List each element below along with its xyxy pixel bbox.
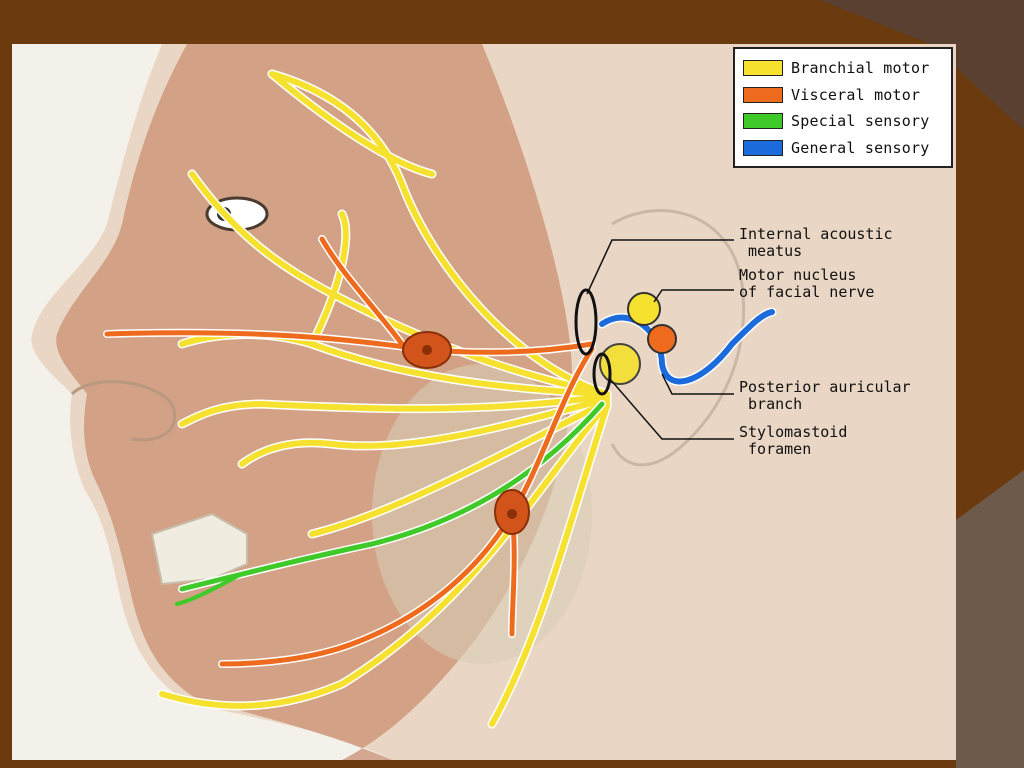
- color-legend: Branchial motor Visceral motor Special s…: [733, 47, 953, 168]
- legend-item-special-sensory: Special sensory: [743, 108, 945, 135]
- legend-item-visceral-motor: Visceral motor: [743, 82, 945, 109]
- facial-nerve-illustration: [31, 44, 956, 760]
- teeth: [150, 512, 248, 586]
- legend-label: Branchial motor: [791, 59, 930, 78]
- legend-label: Visceral motor: [791, 85, 921, 104]
- nose: [70, 380, 177, 442]
- legend-label: Special sensory: [791, 112, 930, 131]
- legend-swatch: [743, 86, 783, 103]
- legend-swatch: [743, 60, 783, 77]
- callout-leader-lines: [586, 239, 734, 440]
- legend-label: General sensory: [791, 138, 930, 157]
- pterygopalatine-ganglion: [402, 331, 452, 369]
- legend-swatch: [743, 113, 783, 130]
- legend-item-general-sensory: General sensory: [743, 135, 945, 162]
- label-internal-acoustic-meatus: Internal acoustic meatus: [739, 225, 893, 260]
- label-motor-nucleus: Motor nucleus of facial nerve: [739, 266, 875, 301]
- label-posterior-auricular-branch: Posterior auricular branch: [739, 378, 911, 413]
- ear-outline: [610, 209, 745, 467]
- stylomastoid-foramen: [592, 352, 612, 396]
- motor-nucleus-of-facial-nerve: [599, 292, 677, 385]
- submandibular-ganglion: [494, 489, 530, 535]
- diagram-panel: Branchial motor Visceral motor Special s…: [12, 44, 956, 760]
- label-stylomastoid-foramen: Stylomastoid foramen: [739, 423, 848, 458]
- legend-item-branchial-motor: Branchial motor: [743, 55, 945, 82]
- internal-acoustic-meatus: [574, 288, 598, 356]
- legend-swatch: [743, 139, 783, 156]
